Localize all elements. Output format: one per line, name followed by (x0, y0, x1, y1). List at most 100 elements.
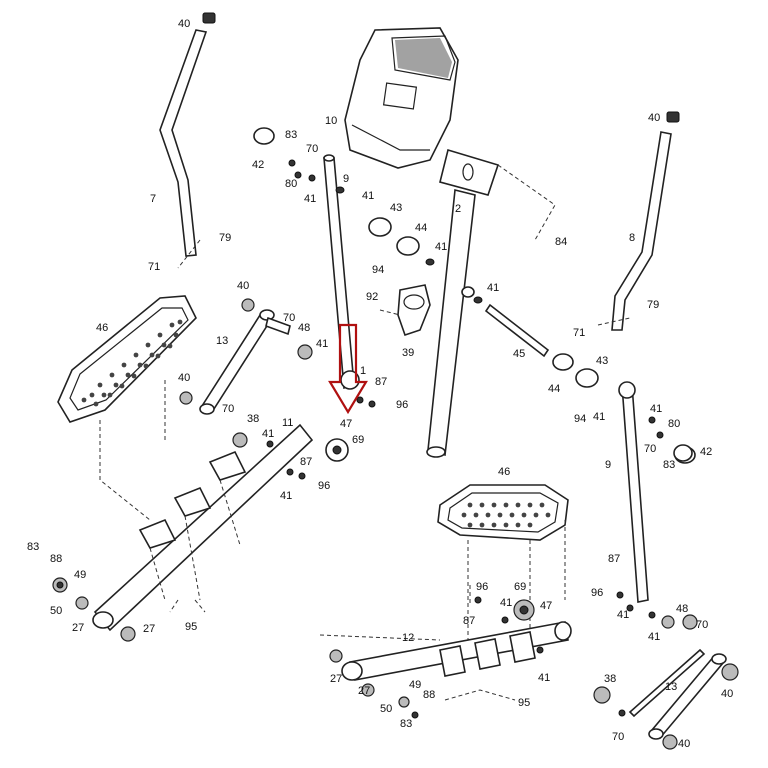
callout: 27 (330, 673, 342, 685)
callout: 70 (283, 312, 295, 324)
callout: 87 (300, 456, 312, 468)
callout: 96 (591, 587, 603, 599)
callout: 11 (282, 417, 293, 429)
callout: 95 (185, 621, 197, 633)
link-arm-part-13-left (199, 309, 291, 415)
console-part-10 (344, 27, 459, 169)
callout: 41 (362, 190, 374, 202)
callout: 40 (178, 18, 190, 30)
right-pedal-arm-part-12 (341, 621, 572, 681)
callout: 87 (375, 376, 387, 388)
callout: 49 (74, 569, 86, 581)
callout: 12 (402, 632, 414, 644)
callout: 39 (402, 347, 414, 359)
callout: 70 (222, 403, 234, 415)
callout: 80 (668, 418, 680, 430)
callout: 41 (262, 428, 274, 440)
callout: 83 (285, 129, 297, 141)
callout: 41 (280, 490, 292, 502)
callout: 40 (237, 280, 249, 292)
left-pedal-part-46 (57, 295, 197, 521)
callout: 71 (573, 327, 585, 339)
left-handlebar-part-7 (159, 12, 216, 257)
bushings-upper (253, 127, 696, 464)
callout: 46 (498, 466, 510, 478)
callout: 41 (487, 282, 499, 294)
callout: 1 (360, 365, 366, 377)
callout: 92 (366, 291, 378, 303)
callout: 27 (143, 623, 155, 635)
callout: 48 (676, 603, 688, 615)
callout: 40 (678, 738, 690, 750)
callout: 48 (298, 322, 310, 334)
callout: 47 (340, 418, 352, 430)
callout: 41 (650, 403, 662, 415)
callout: 42 (252, 159, 264, 171)
callout: 44 (548, 383, 560, 395)
callout: 46 (96, 322, 108, 334)
callout: 80 (285, 178, 297, 190)
callout: 47 (540, 600, 552, 612)
upright-part-2 (426, 148, 556, 458)
callout: 88 (423, 689, 435, 701)
callout: 41 (538, 672, 550, 684)
callout: 96 (396, 399, 408, 411)
right-arm-part-9 (618, 381, 649, 603)
callout: 94 (372, 264, 384, 276)
callout: 50 (380, 703, 392, 715)
assembly-leaders (169, 239, 631, 701)
callout: 41 (316, 338, 328, 350)
callout: 9 (605, 459, 611, 471)
left-arm-part-9 (323, 154, 360, 390)
callout: 88 (50, 553, 62, 565)
callout: 27 (358, 685, 370, 697)
callout: 40 (178, 372, 190, 384)
callout: 13 (216, 335, 228, 347)
callout: 41 (304, 193, 316, 205)
callout: 83 (400, 718, 412, 730)
callout: 44 (415, 222, 427, 234)
callout: 27 (72, 622, 84, 634)
callout: 42 (700, 446, 712, 458)
right-pedal-part-46 (437, 484, 569, 640)
callout: 94 (574, 413, 586, 425)
left-pedal-arm-part-11 (92, 423, 314, 632)
callout: 71 (148, 261, 160, 273)
callout: 79 (647, 299, 659, 311)
callout: 83 (27, 541, 39, 553)
callout: 43 (390, 202, 402, 214)
callout: 70 (612, 731, 624, 743)
callout: 70 (306, 143, 318, 155)
callout: 84 (555, 236, 567, 248)
callout: 40 (721, 688, 733, 700)
callout: 83 (663, 459, 675, 471)
callout: 13 (665, 681, 677, 693)
wheels-and-hardware (52, 159, 739, 750)
callout: 41 (500, 597, 512, 609)
callout: 95 (518, 697, 530, 709)
callout: 41 (617, 609, 629, 621)
callout-labels: 40 7 79 71 10 83 42 70 80 41 9 41 43 44 … (27, 18, 733, 750)
pulley-part-39 (397, 284, 431, 337)
callout: 10 (325, 115, 337, 127)
callout: 79 (219, 232, 231, 244)
callout: 96 (476, 581, 488, 593)
callout: 43 (596, 355, 608, 367)
callout: 9 (343, 173, 349, 185)
axle-part-45 (461, 286, 550, 358)
callout: 41 (593, 411, 605, 423)
highlight-arrow (328, 323, 368, 415)
callout: 50 (50, 605, 62, 617)
callout: 38 (247, 413, 259, 425)
callout: 70 (696, 619, 708, 631)
callout: 45 (513, 348, 525, 360)
callout: 40 (648, 112, 660, 124)
callout: 69 (352, 434, 364, 446)
callout: 87 (608, 553, 620, 565)
callout: 41 (648, 631, 660, 643)
callout: 96 (318, 480, 330, 492)
callout: 2 (455, 203, 461, 215)
link-arm-part-13-right (628, 648, 727, 740)
